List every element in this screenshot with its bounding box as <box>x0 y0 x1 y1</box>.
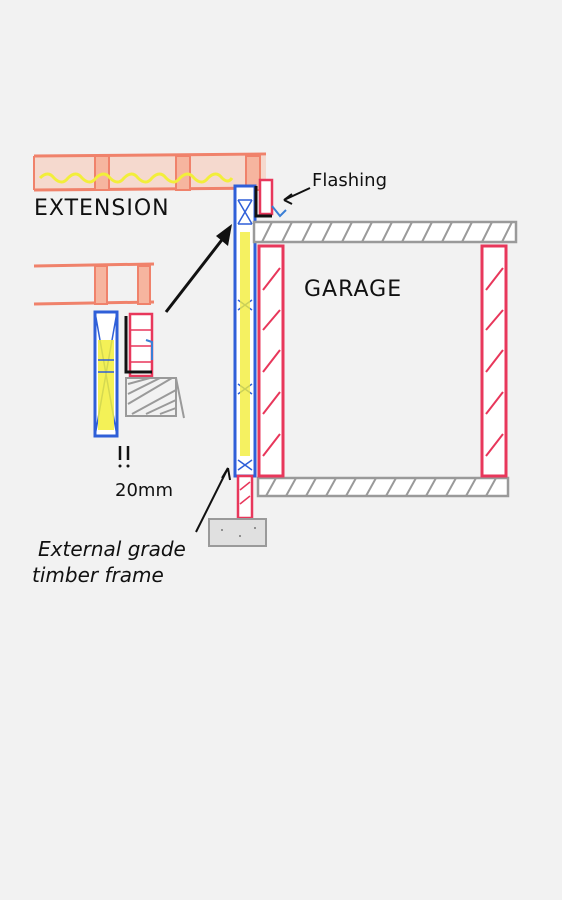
flashing-label: Flashing <box>312 170 387 191</box>
garage-floor-slab <box>256 476 510 498</box>
timber-frame-label-line1: External grade <box>38 537 186 561</box>
main-wall-concrete-footing <box>208 518 267 547</box>
flashing-pointer-arrow <box>283 187 311 205</box>
main-wall-brick-base <box>236 474 254 520</box>
gap-dimension <box>118 446 130 468</box>
timber-frame-label-line2: timber frame <box>32 563 164 587</box>
garage-left-wall <box>257 244 285 478</box>
garage-right-wall <box>480 244 508 478</box>
gap-dimension-label: 20mm <box>115 480 173 501</box>
timber-frame-pointer-arrow <box>195 467 231 533</box>
main-flashing <box>254 178 287 218</box>
detail-arrow <box>164 224 232 313</box>
garage-label: GARAGE <box>304 277 402 302</box>
extension-label: EXTENSION <box>34 196 170 221</box>
detail-timber-frame <box>93 310 119 438</box>
main-timber-frame <box>233 184 257 478</box>
detail-concrete-base <box>125 377 185 419</box>
garage-roof-slab <box>252 220 518 244</box>
extension-insulation <box>38 172 234 184</box>
extension-joists <box>33 152 267 192</box>
detail-flashing <box>124 316 152 374</box>
detail-brick <box>128 312 154 378</box>
detail-joists <box>33 262 155 306</box>
